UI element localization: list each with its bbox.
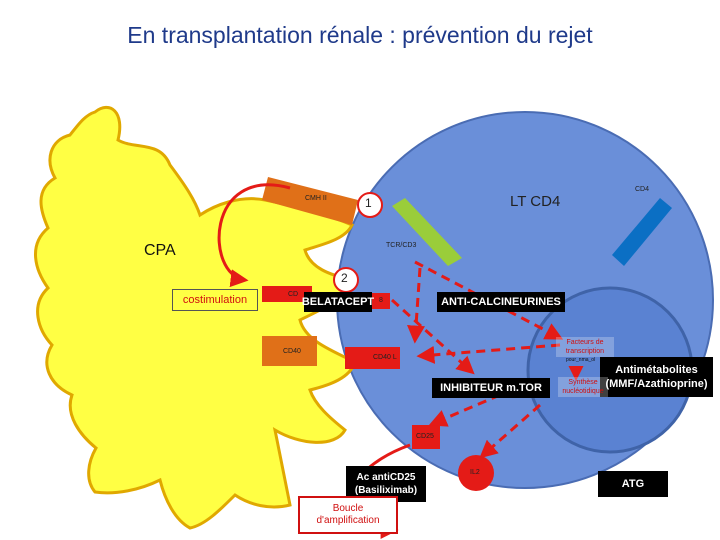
cd40-receptor (262, 336, 317, 366)
atg-box: ATG (598, 471, 668, 497)
cd28-label: 8 (379, 297, 383, 304)
cd25-label: CD25 (416, 433, 434, 440)
il2-circle (458, 455, 494, 491)
nucleotide-synthesis: Synthèse nucléotidique (558, 377, 608, 397)
il2-label: IL2 (470, 469, 480, 476)
apc-cell (33, 105, 357, 530)
tcr-receptor (392, 198, 462, 266)
tcr-label: TCR/CD3 (386, 242, 417, 249)
cd80-receptor (262, 286, 312, 302)
cd40l-label: CD40 L (373, 354, 397, 361)
cd4-label: CD4 (635, 186, 650, 193)
page-title: En transplantation rénale : prévention d… (127, 22, 593, 48)
belatacept-box: BELATACEPT (302, 292, 374, 312)
apc-label: CPA (144, 242, 176, 259)
cd80-label: CD (288, 291, 299, 298)
step-2: 2 (341, 271, 348, 285)
anticalcineurines-box: ANTI-CALCINEURINES (437, 292, 565, 312)
cd4-receptor (612, 198, 672, 266)
tcell-label: LT CD4 (510, 193, 561, 210)
step-1: 1 (365, 196, 372, 210)
cd40l-receptor (345, 347, 400, 369)
cmh2-receptor (262, 177, 358, 225)
costim-loop-arrow (217, 183, 291, 288)
cd40-label: CD40 (283, 348, 301, 355)
cmh2-label: CMH II (305, 195, 327, 202)
mtor-inhibitor-box: INHIBITEUR m.TOR (432, 378, 550, 398)
amplification-loop-box: Boucle d'amplification (298, 496, 398, 534)
cd25-receptor (412, 425, 440, 449)
costimulation-box: costimulation (172, 289, 258, 311)
transcription-factors-sub: pour_nma_ol (566, 357, 596, 363)
step-1-circle (357, 192, 383, 218)
cd28-receptor (372, 293, 390, 309)
antimetabolites-box: Antimétabolites (MMF/Azathioprine) (600, 357, 713, 397)
transcription-factors: Facteurs de transcription (556, 337, 614, 357)
